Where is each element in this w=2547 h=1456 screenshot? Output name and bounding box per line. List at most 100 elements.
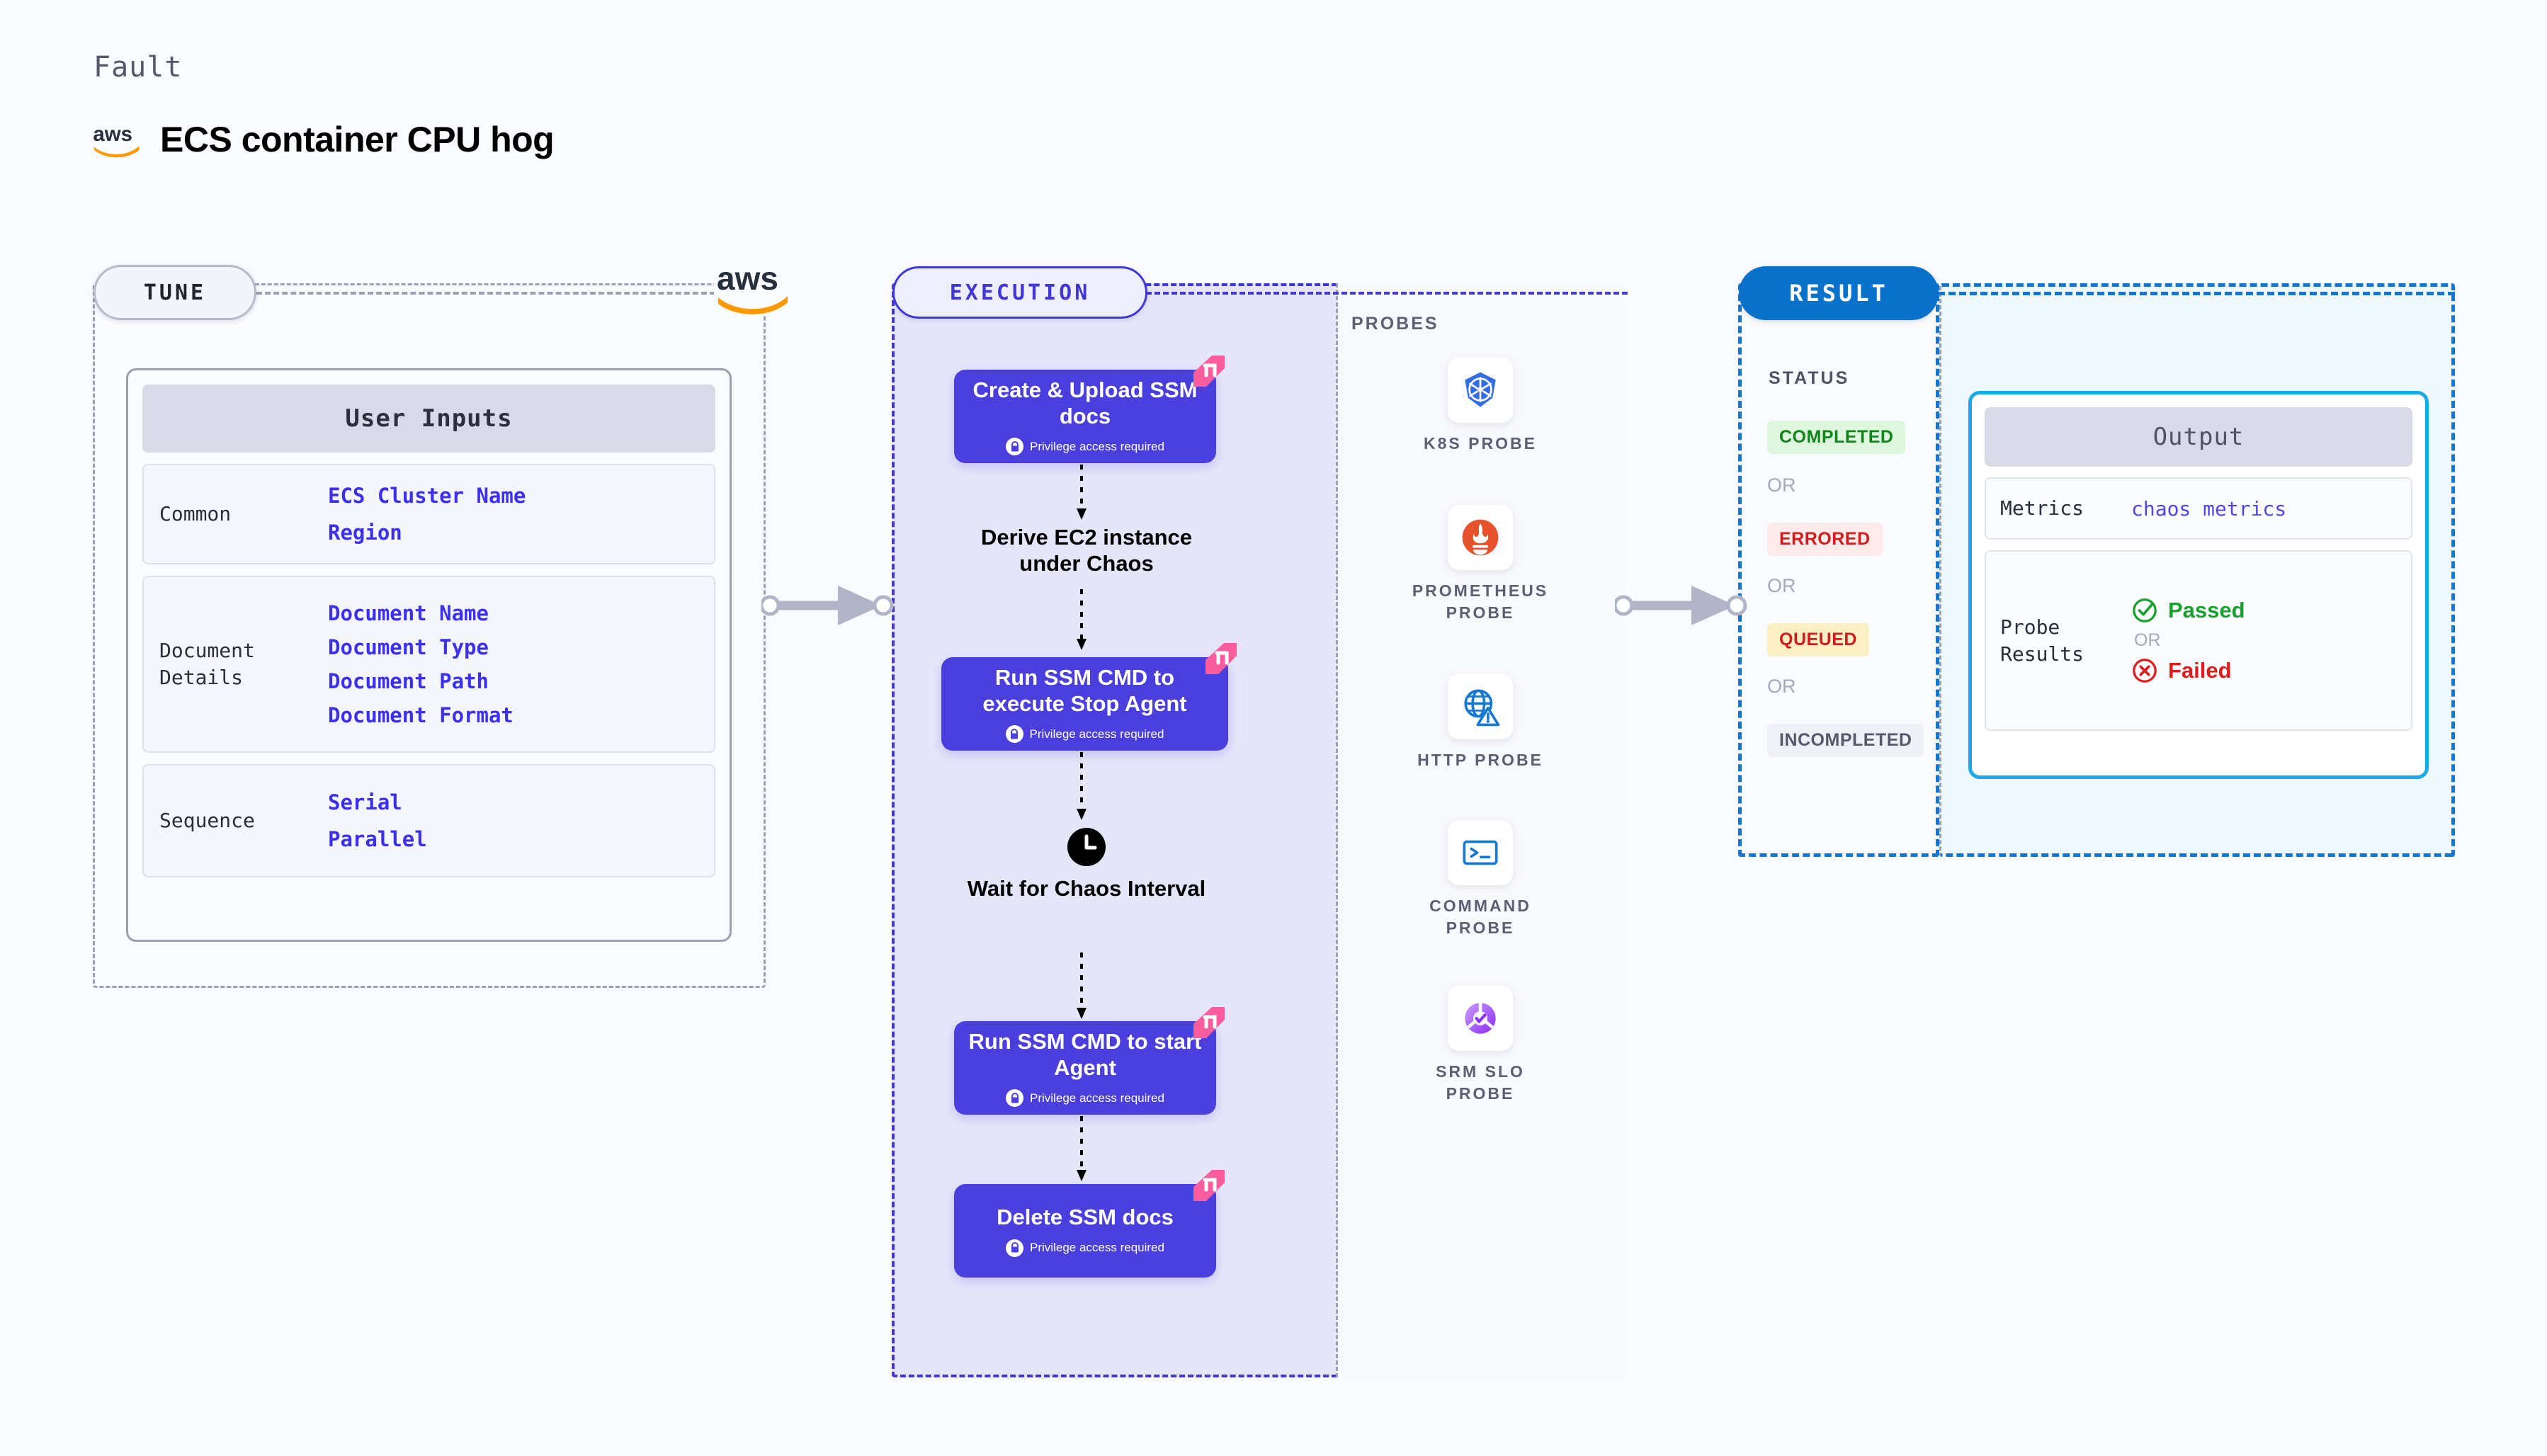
tune-value[interactable]: Region bbox=[328, 521, 402, 545]
output-card: Output Metrics chaos metrics Probe Resul… bbox=[1968, 391, 2429, 779]
probe-command[interactable]: COMMAND PROBE bbox=[1402, 820, 1558, 939]
privilege-text: Privilege access required bbox=[1029, 727, 1164, 741]
lock-icon bbox=[1006, 1239, 1024, 1257]
or-separator: OR bbox=[1767, 575, 1796, 596]
tune-section-sequence: Sequence Serial Parallel bbox=[142, 764, 715, 877]
lock-icon bbox=[1005, 725, 1023, 744]
tune-section-label: Document Details bbox=[159, 639, 255, 689]
probe-label: SRM SLO PROBE bbox=[1436, 1062, 1525, 1103]
probe-result-pass-label: Passed bbox=[2168, 598, 2245, 622]
execution-node-title: Run SSM CMD to execute Stop Agent bbox=[982, 664, 1187, 716]
or-separator: OR bbox=[1767, 474, 1796, 496]
page-title-row: aws ECS container CPU hog bbox=[92, 119, 554, 160]
probe-result-failed: Failed bbox=[2131, 657, 2411, 684]
execution-node-stop-agent[interactable]: Run SSM CMD to execute Stop Agent Privil… bbox=[941, 643, 1237, 751]
tune-section-document-details: Document Details Document Name Document … bbox=[142, 576, 715, 753]
output-card-title: Output bbox=[1985, 407, 2412, 467]
probe-k8s[interactable]: K8S PROBE bbox=[1402, 358, 1558, 455]
probe-label: COMMAND PROBE bbox=[1429, 897, 1531, 938]
probe-label: HTTP PROBE bbox=[1417, 751, 1543, 769]
connector-execution-to-result bbox=[1615, 577, 1757, 634]
status-section-label: STATUS bbox=[1769, 368, 1850, 388]
probe-result-passed: Passed bbox=[2131, 597, 2411, 624]
output-row-metrics: Metrics chaos metrics bbox=[1985, 477, 2412, 540]
http-globe-warning-icon bbox=[1448, 674, 1513, 739]
privilege-text: Privilege access required bbox=[1030, 439, 1164, 453]
srm-slo-icon bbox=[1448, 986, 1513, 1051]
kubernetes-icon bbox=[1448, 358, 1513, 423]
tune-chip[interactable]: TUNE bbox=[93, 265, 256, 320]
clock-icon bbox=[1067, 827, 1106, 867]
terminal-icon bbox=[1448, 820, 1513, 885]
status-badge-queued: QUEUED bbox=[1767, 623, 1869, 656]
litmus-chaos-icon bbox=[1203, 642, 1240, 677]
execution-node-create-upload[interactable]: Create & Upload SSM docs Privilege acces… bbox=[954, 356, 1225, 463]
tune-section-common: Common ECS Cluster Name Region bbox=[142, 464, 715, 564]
page-title: ECS container CPU hog bbox=[160, 120, 555, 159]
svg-text:aws: aws bbox=[93, 123, 132, 146]
flow-arrow bbox=[1074, 589, 1089, 653]
execution-node-wait-interval: Wait for Chaos Interval bbox=[963, 827, 1210, 902]
probe-srm-slo[interactable]: SRM SLO PROBE bbox=[1402, 986, 1558, 1105]
execution-node-title: Derive EC2 instance under Chaos bbox=[980, 525, 1193, 576]
flow-arrow bbox=[1074, 465, 1089, 523]
execution-node-title: Delete SSM docs bbox=[997, 1205, 1174, 1230]
tune-value[interactable]: Document Path bbox=[328, 669, 489, 693]
tune-value[interactable]: ECS Cluster Name bbox=[328, 484, 526, 508]
tune-value[interactable]: Document Name bbox=[328, 601, 489, 625]
privilege-badge: Privilege access required bbox=[1005, 725, 1164, 744]
flow-arrow bbox=[1074, 752, 1089, 823]
cross-circle-icon bbox=[2131, 657, 2158, 684]
check-circle-icon bbox=[2131, 597, 2158, 624]
execution-node-start-agent[interactable]: Run SSM CMD to start Agent Privilege acc… bbox=[954, 1007, 1225, 1115]
output-metrics-value[interactable]: chaos metrics bbox=[2131, 496, 2287, 521]
status-badge-incompleted: INCOMPLETED bbox=[1767, 724, 1924, 757]
execution-node-title: Run SSM CMD to start Agent bbox=[968, 1028, 1202, 1080]
litmus-chaos-icon bbox=[1191, 354, 1227, 389]
or-separator: OR bbox=[1767, 676, 1796, 697]
execution-node-delete-docs[interactable]: Delete SSM docs Privilege access require… bbox=[954, 1170, 1225, 1278]
probe-result-fail-label: Failed bbox=[2168, 658, 2232, 683]
status-badge-completed: COMPLETED bbox=[1767, 421, 1906, 454]
lock-icon bbox=[1006, 438, 1024, 456]
tune-section-label: Sequence bbox=[159, 809, 255, 833]
result-chip-connector bbox=[1938, 292, 2455, 295]
tune-value[interactable]: Serial bbox=[328, 790, 402, 814]
prometheus-icon bbox=[1448, 505, 1513, 570]
privilege-badge: Privilege access required bbox=[1006, 438, 1164, 456]
execution-chip[interactable]: EXECUTION bbox=[892, 266, 1147, 319]
tune-section-label: Common bbox=[159, 502, 232, 526]
execution-chip-connector bbox=[1146, 292, 1628, 295]
privilege-badge: Privilege access required bbox=[1006, 1239, 1164, 1257]
aws-logo-icon: aws bbox=[92, 121, 142, 158]
lock-icon bbox=[1006, 1089, 1024, 1108]
privilege-text: Privilege access required bbox=[1030, 1241, 1164, 1255]
privilege-badge: Privilege access required bbox=[1006, 1089, 1164, 1108]
tune-value[interactable]: Parallel bbox=[328, 827, 427, 851]
execution-node-derive-ec2: Derive EC2 instance under Chaos bbox=[948, 524, 1225, 576]
output-row-label: Metrics bbox=[2000, 496, 2084, 521]
output-row-probe-results: Probe Results Passed OR Failed bbox=[1985, 550, 2412, 731]
user-inputs-title: User Inputs bbox=[142, 385, 715, 453]
page-eyebrow: Fault bbox=[93, 51, 183, 84]
litmus-chaos-icon bbox=[1191, 1006, 1227, 1041]
execution-node-title: Wait for Chaos Interval bbox=[967, 876, 1206, 901]
probe-label: K8S PROBE bbox=[1424, 434, 1537, 453]
tune-value[interactable]: Document Format bbox=[328, 703, 514, 727]
user-inputs-card: User Inputs Common ECS Cluster Name Regi… bbox=[126, 368, 732, 942]
flow-arrow bbox=[1074, 952, 1089, 1022]
execution-flow: Create & Upload SSM docs Privilege acces… bbox=[892, 283, 1338, 1377]
probe-http[interactable]: HTTP PROBE bbox=[1402, 674, 1558, 771]
connector-tune-to-execution bbox=[761, 577, 903, 634]
execution-node-title: Create & Upload SSM docs bbox=[972, 377, 1198, 428]
tune-value[interactable]: Document Type bbox=[328, 635, 489, 659]
probe-prometheus[interactable]: PROMETHEUS PROBE bbox=[1402, 505, 1558, 624]
result-chip[interactable]: RESULT bbox=[1739, 266, 1939, 320]
or-separator: OR bbox=[2134, 630, 2161, 650]
output-row-label: Probe Results bbox=[2000, 615, 2084, 666]
tune-chip-connector bbox=[256, 292, 715, 295]
svg-text:aws: aws bbox=[717, 260, 778, 297]
probe-label: PROMETHEUS PROBE bbox=[1412, 581, 1549, 622]
status-badge-errored: ERRORED bbox=[1767, 523, 1883, 556]
